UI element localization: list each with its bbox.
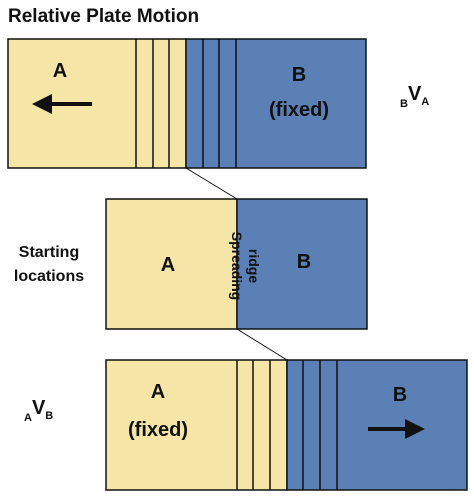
top-plate-a-stripes — [135, 39, 170, 168]
top-panel: A B (fixed) BVA — [7, 38, 429, 169]
bottom-velocity-label: AVB — [24, 397, 53, 424]
top-velocity-label: BVA — [400, 83, 429, 110]
middle-plate-b — [236, 198, 368, 330]
right-arrow-icon — [368, 419, 425, 439]
starting-locations-line2: locations — [14, 268, 84, 285]
left-arrow-icon — [32, 94, 92, 114]
bottom-plate-b-label: B — [393, 384, 407, 406]
bottom-panel: A (fixed) B AVB — [24, 359, 468, 491]
bottom-plate-b-stripes — [302, 360, 338, 490]
middle-panel: Starting locations A B Spreading ridge — [14, 198, 368, 330]
starting-locations-line1: Starting — [19, 244, 79, 261]
middle-plate-b-label: B — [297, 251, 311, 273]
spreading-ridge-label-line2: ridge — [246, 249, 262, 283]
bottom-plate-b — [286, 359, 468, 491]
top-plate-b-label: B — [292, 64, 306, 86]
connector-middle-bottom — [236, 328, 288, 361]
top-plate-a-label: A — [53, 60, 67, 82]
top-plate-b-stripes — [202, 39, 237, 168]
top-plate-b — [185, 38, 367, 169]
bottom-plate-a-stripes — [236, 360, 271, 490]
top-plate-b-note: (fixed) — [269, 99, 329, 121]
connector-top-middle — [185, 167, 238, 200]
middle-plate-a-label: A — [161, 254, 175, 276]
bottom-plate-a-note: (fixed) — [128, 419, 188, 441]
diagram-title: Relative Plate Motion — [8, 6, 199, 27]
bottom-plate-a-label: A — [151, 381, 165, 403]
spreading-ridge-label-line1: Spreading — [229, 232, 245, 300]
middle-plate-a — [105, 198, 238, 330]
